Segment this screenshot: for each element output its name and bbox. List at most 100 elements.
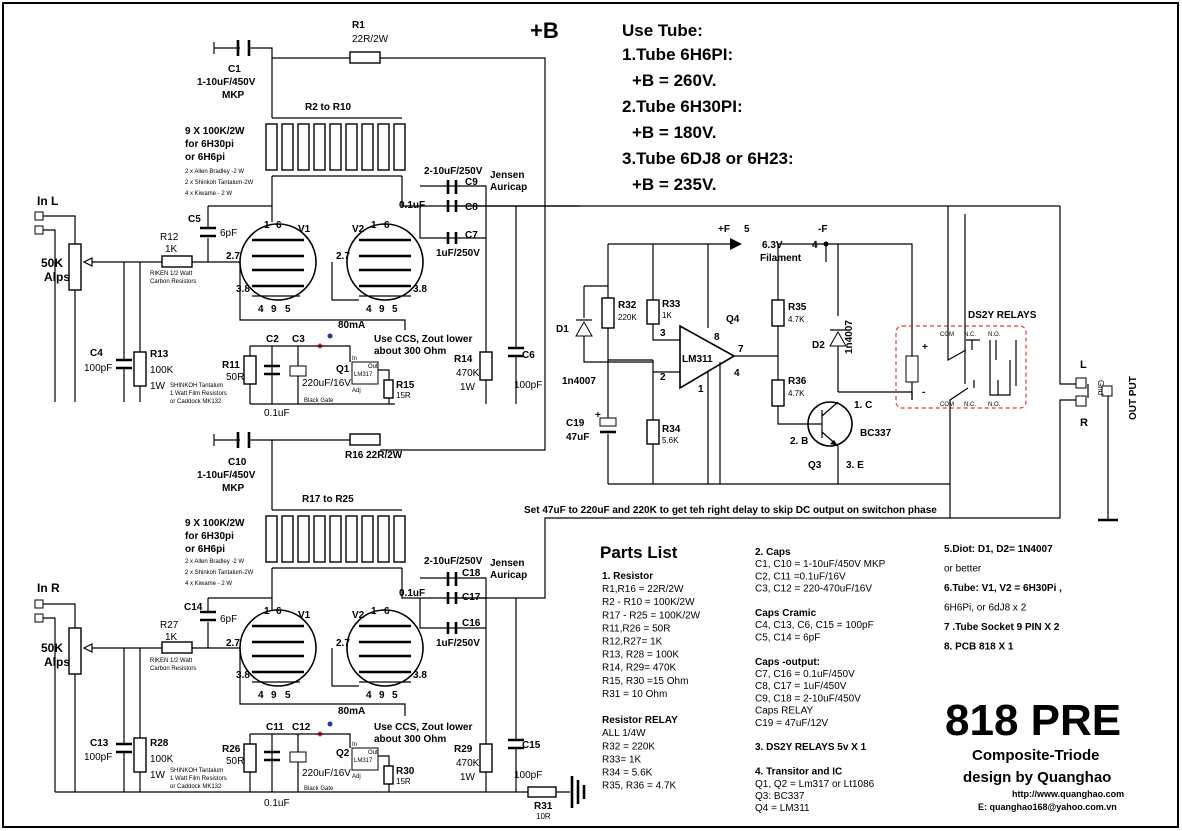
c10-type: MKP <box>222 483 245 494</box>
q4-label: Q4 <box>726 314 740 325</box>
parts-item: R1,R16 = 22R/2W <box>602 584 684 595</box>
c10-label: C10 <box>228 457 247 468</box>
v1-pin-38: 3.8 <box>236 284 250 295</box>
rbank-part-1: 2 x Allen Bradley -2 W <box>185 169 244 175</box>
r34-value: 5.6K <box>662 436 679 445</box>
q1-label: Q1 <box>336 364 350 375</box>
parts-item: R14, R29= 470K <box>602 663 677 674</box>
q3-pin-c: 1. C <box>854 400 872 411</box>
parts-item: R13, R28 = 100K <box>602 650 679 661</box>
c7-label: C7 <box>465 230 478 241</box>
rbank2-resistors <box>265 515 406 563</box>
c3-label: C3 <box>292 334 305 345</box>
fminus-label: -F <box>818 224 827 235</box>
rbank-note-1: 9 X 100K/2W <box>185 126 245 137</box>
c4-label: C4 <box>90 348 103 359</box>
c16-value: 1uF/250V <box>436 638 480 649</box>
rbank-label: R2 to R10 <box>305 102 352 113</box>
v2r-pin-5: 5 <box>392 690 398 701</box>
left-channel: R1 22R/2W C1 1-10uF/450V MKP R2 to R10 9… <box>34 20 1060 419</box>
parts-item: R11,R26 = 50R <box>602 623 670 634</box>
v1-pin-9: 9 <box>271 304 277 315</box>
use-tube-line-3: 2.Tube 6H30PI: <box>622 97 743 116</box>
ccs2-note-2: about 300 Ohm <box>374 734 446 745</box>
out-gnd-label: Gnd <box>1096 380 1105 395</box>
v1-pin-6: 6 <box>276 220 282 231</box>
r26-note-2: 1 Watt Film Resistors <box>170 776 227 782</box>
use-tube-line-4: +B = 180V. <box>632 123 716 142</box>
c12-type: Black Gate <box>304 786 334 792</box>
parts-item: Caps -output: <box>755 657 820 668</box>
use-tube-line-5: 3.Tube 6DJ8 or 6H23: <box>622 149 794 168</box>
r11-value: 50R <box>226 372 244 383</box>
q1-reg-in: In <box>352 356 357 362</box>
v2r-pin-27: 2.7 <box>336 638 350 649</box>
r13-resistor <box>133 351 147 387</box>
c15-label: C15 <box>522 740 541 751</box>
r13-wattage: 1W <box>150 381 166 392</box>
parts-item: 2. Caps <box>755 547 791 558</box>
pot-l-value: 50K <box>41 256 63 270</box>
c3-type: Black Gate <box>304 398 334 404</box>
delay-note: Set 47uF to 220uF and 220K to get teh ri… <box>524 505 937 516</box>
r31-value: 10R <box>536 812 551 821</box>
parts-item: R17 - R25 = 100K/2W <box>602 610 701 621</box>
relay-box <box>895 325 1027 409</box>
parts-item: 1. Resistor <box>602 571 653 582</box>
parts-item: Resistor RELAY <box>602 715 678 726</box>
v2-pin-5: 5 <box>392 304 398 315</box>
d2-value: 1n4007 <box>844 320 855 354</box>
tube-v2-r <box>346 609 424 687</box>
c14-label: C14 <box>184 602 203 613</box>
parts-item: R35, R36 = 4.7K <box>602 781 677 792</box>
parts-item: 4. Transitor and IC <box>755 767 842 778</box>
d1-label: D1 <box>556 324 569 335</box>
parts-item: Q1, Q2 = Lm317 or Lt1086 <box>755 779 875 790</box>
r13-value: 100K <box>150 365 174 376</box>
c15-value: 100pF <box>514 770 542 781</box>
c11-cap <box>264 750 280 762</box>
r30-resistor <box>383 765 394 785</box>
relay-com-1: COM <box>940 332 954 338</box>
fplus-pin: 5 <box>744 224 750 235</box>
r30-label: R30 <box>396 766 415 777</box>
r27-resistor <box>161 641 193 654</box>
r29-value: 470K <box>456 758 480 769</box>
c1-type: MKP <box>222 90 245 101</box>
parts-item: R31 = 10 Ohm <box>602 689 667 700</box>
ccs-note-1: Use CCS, Zout lower <box>374 334 472 345</box>
parts-item: ALL 1/4W <box>602 728 646 739</box>
relay-title: DS2Y RELAYS <box>968 310 1037 321</box>
parts-item: C5, C14 = 6pF <box>755 632 820 643</box>
c16-label: C16 <box>462 618 481 629</box>
r14-value: 470K <box>456 368 480 379</box>
r26-label: R26 <box>222 744 241 755</box>
pot-r-brand: Alps <box>44 655 70 669</box>
parts-item: C3, C12 = 220-470uF/16V <box>755 584 872 595</box>
r33-value: 1K <box>662 311 672 320</box>
c9-value: 2-10uF/250V <box>424 166 483 177</box>
r35-resistor <box>771 299 785 327</box>
r33-label: R33 <box>662 299 681 310</box>
v2-pin-1: 1 <box>371 220 377 231</box>
pot-l-brand: Alps <box>44 270 70 284</box>
q2-reg-in: In <box>352 742 357 748</box>
parts-item: R12,R27= 1K <box>602 637 663 648</box>
v2-pin-6: 6 <box>384 220 390 231</box>
c19-cap <box>599 417 617 427</box>
v2-label: V2 <box>352 224 365 235</box>
c10-value: 1-10uF/450V <box>197 470 256 481</box>
ccs-current: 80mA <box>338 320 365 331</box>
parts-item: 7 .Tube Socket 9 PIN X 2 <box>944 622 1060 633</box>
rbank2-label: R17 to R25 <box>302 494 354 505</box>
r16-label: R16 22R/2W <box>345 450 403 461</box>
r14-resistor <box>479 351 493 381</box>
c13-label: C13 <box>90 738 109 749</box>
c1-value: 1-10uF/450V <box>197 77 256 88</box>
use-tube-line-2: +B = 260V. <box>632 71 716 90</box>
r34-label: R34 <box>662 424 681 435</box>
in-l-jack-1 <box>34 211 44 221</box>
v2r-pin-9: 9 <box>379 690 385 701</box>
